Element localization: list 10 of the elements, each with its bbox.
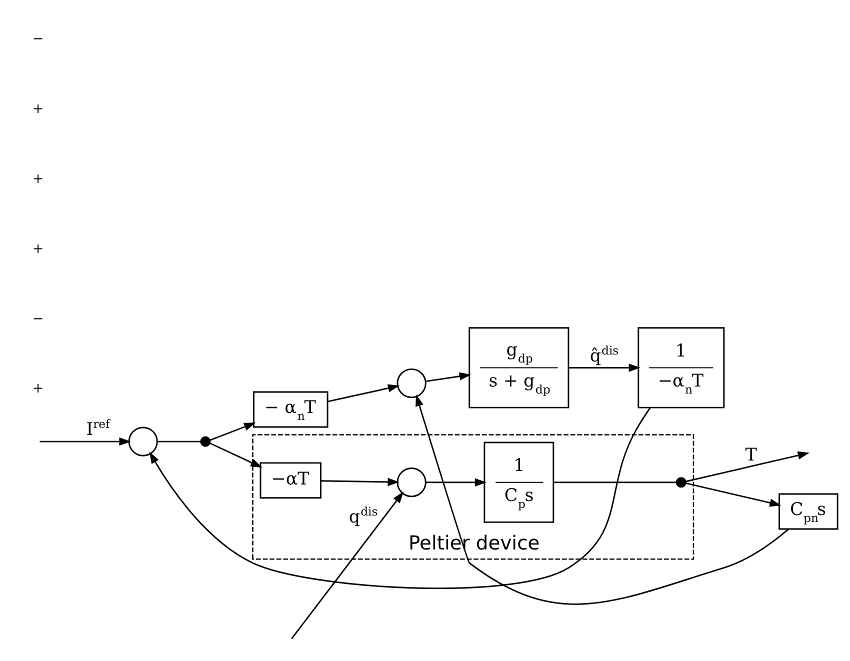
edge-label: q̂$^{dis}$ [590,343,619,366]
edge-label: T [745,445,757,466]
edge-label: q$^{dis}$ [348,504,378,528]
edge-label: I$^{ref}$ [86,417,110,440]
label: + [32,380,44,397]
label: − [32,310,44,327]
label: + [32,170,44,187]
label: − [32,30,44,47]
label: + [32,100,44,117]
label: + [32,240,44,257]
